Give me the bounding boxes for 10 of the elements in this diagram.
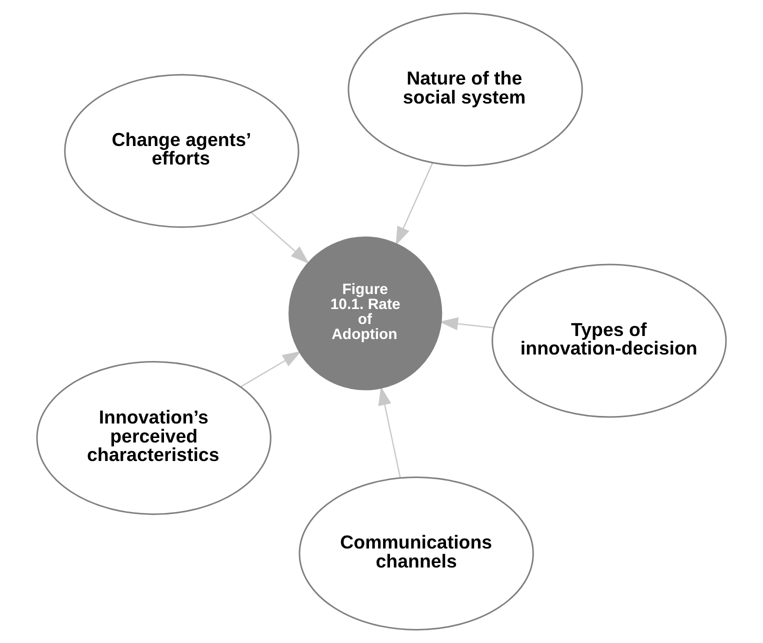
node-ellipse: Communications channels	[298, 476, 534, 630]
arrow	[240, 351, 302, 388]
arrow	[439, 317, 494, 330]
node-ellipse: Change agents’ efforts	[64, 74, 300, 228]
arrow	[396, 162, 434, 246]
node-ellipse: Types of innovation-decision	[492, 264, 727, 418]
arrow	[378, 386, 401, 478]
node-ellipse: Innovation’s perceived characteristics	[36, 361, 272, 515]
node-ellipse: Nature of the social system	[348, 12, 583, 166]
arrow	[250, 212, 310, 264]
